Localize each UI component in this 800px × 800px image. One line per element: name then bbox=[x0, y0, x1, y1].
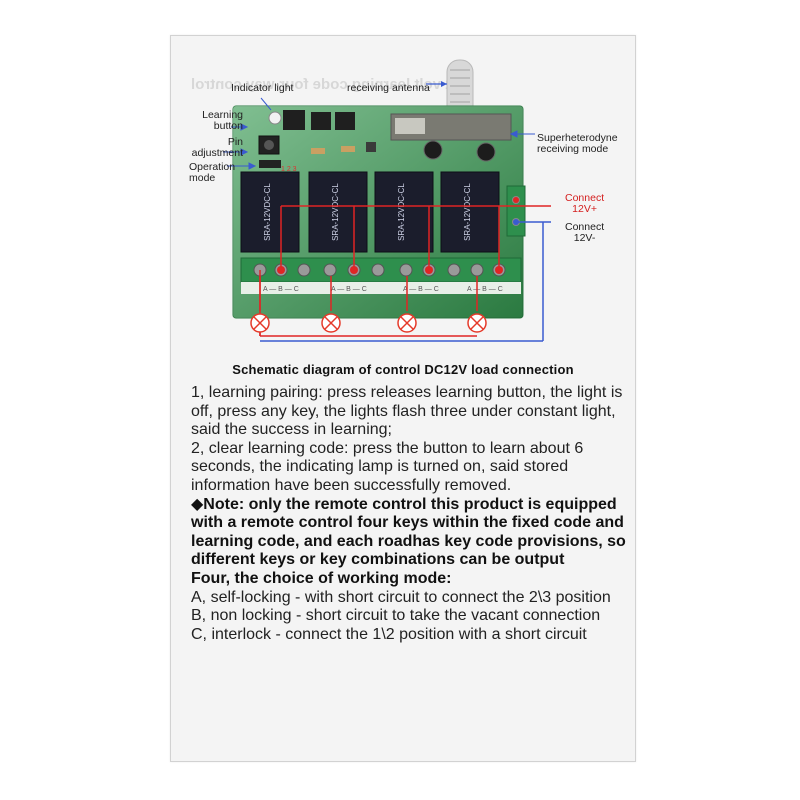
terminal-label: A — B — C bbox=[263, 286, 299, 293]
lamp-4 bbox=[467, 276, 487, 333]
relay-1: SRA-12VDC-CL bbox=[240, 171, 300, 253]
operation-mode-label: Operation mode bbox=[189, 161, 236, 184]
relay-3: SRA-12VDC-CL bbox=[374, 171, 434, 253]
capacitor bbox=[423, 140, 443, 160]
callout-arrows bbox=[223, 97, 535, 170]
pin-header bbox=[259, 160, 281, 168]
manual-page: 12 volt learning code four-way control —… bbox=[170, 35, 636, 762]
relay-4: SRA-12VDC-CL bbox=[440, 171, 500, 253]
svg-text:1 2 3: 1 2 3 bbox=[281, 166, 297, 173]
mode-c: C, interlock - connect the 1\2 position … bbox=[191, 625, 587, 643]
indicator-light bbox=[268, 111, 282, 125]
mode-b: B, non locking - short circuit to take t… bbox=[191, 607, 601, 625]
relay-2: SRA-12VDC-CL bbox=[308, 171, 368, 253]
paragraph-clear-learning-code: 2, clear learning code: press the button… bbox=[191, 439, 584, 494]
superheterodyne-label: Superheterodyne receiving mode bbox=[537, 132, 618, 155]
ic-chip bbox=[283, 110, 305, 130]
lamp-3 bbox=[397, 276, 417, 333]
instructions-text: 1, learning pairing: press releases lear… bbox=[191, 384, 631, 644]
ic-chip bbox=[335, 112, 355, 130]
terminal-label: A — B — C bbox=[331, 286, 367, 293]
negative-wires bbox=[260, 221, 551, 342]
mode-a: A, self-locking - with short circuit to … bbox=[191, 588, 611, 606]
learning-button-label: Learning button bbox=[202, 109, 243, 132]
relay-label: SRA-12VDC-CL bbox=[263, 183, 272, 241]
ic-chip bbox=[311, 112, 331, 130]
relay-label: SRA-12VDC-CL bbox=[463, 183, 472, 241]
connect-12v-minus-label: Connect 12V- bbox=[565, 221, 605, 244]
relay-label: SRA-12VDC-CL bbox=[397, 183, 406, 241]
diagram-caption: Schematic diagram of control DC12V load … bbox=[232, 362, 574, 377]
terminal-label: A — B — C bbox=[467, 286, 503, 293]
lamp-1 bbox=[250, 276, 270, 333]
power-terminal bbox=[506, 185, 526, 237]
working-mode-heading: Four, the choice of working mode: bbox=[191, 569, 452, 587]
connect-12v-plus-label: Connect 12V+ bbox=[565, 192, 605, 215]
receiving-antenna-label: receiving antenna bbox=[347, 82, 430, 94]
lamp-2 bbox=[321, 276, 341, 333]
pin-adjustment-label: Pin adjustment bbox=[191, 136, 243, 159]
note-paragraph: ◆Note: only the remote control this prod… bbox=[191, 495, 626, 569]
indicator-light-label: Indicator light bbox=[231, 82, 294, 94]
capacitor bbox=[476, 142, 496, 162]
paragraph-learning-pairing: 1, learning pairing: press releases lear… bbox=[191, 384, 623, 439]
wiring-diagram: SRA-12VDC-CL SRA-12VDC-CL SRA-12VDC-CL S… bbox=[223, 59, 551, 342]
terminal-label: A — B — C bbox=[403, 286, 439, 293]
relay-label: SRA-12VDC-CL bbox=[331, 183, 340, 241]
